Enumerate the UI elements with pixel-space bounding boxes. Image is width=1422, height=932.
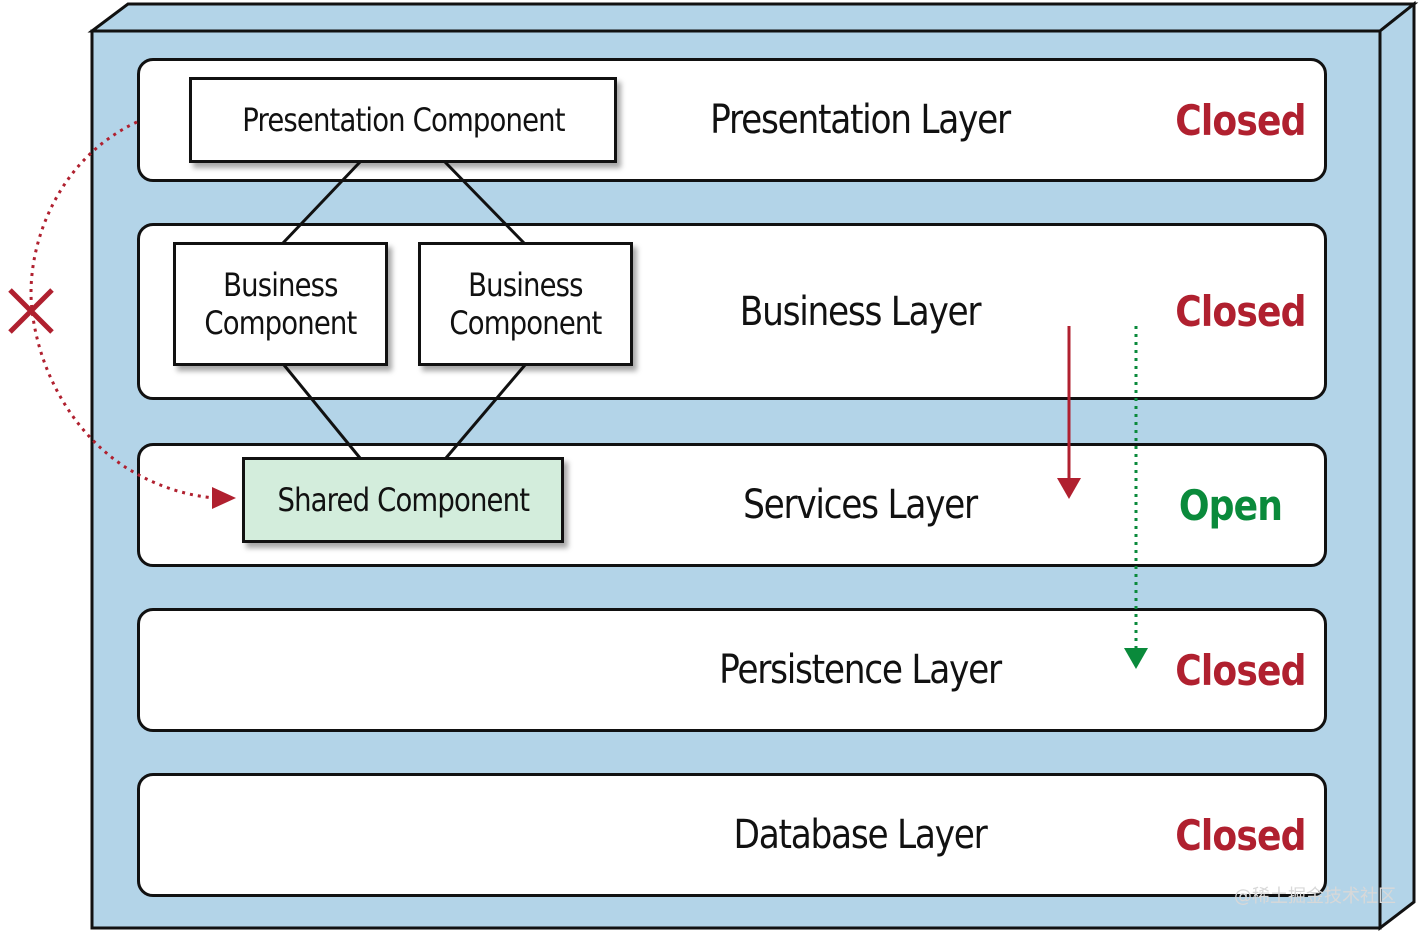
layer-name: Presentation Layer [710, 97, 1011, 143]
layer-status-closed: Closed [1175, 287, 1307, 336]
layer-name: Services Layer [743, 482, 978, 528]
watermark: @稀土掘金技术社区 [1234, 886, 1396, 907]
layer-persistence: Persistence Layer Closed [137, 608, 1327, 732]
layer-database: Database Layer Closed [137, 773, 1327, 897]
business-component-right: Business Component [418, 242, 633, 366]
component-label: Business Component [204, 266, 357, 342]
shared-component: Shared Component [242, 457, 564, 543]
layer-status-closed: Closed [1175, 95, 1307, 145]
layer-name: Persistence Layer [719, 647, 1002, 693]
presentation-component: Presentation Component [189, 77, 617, 163]
layer-status-closed: Closed [1175, 645, 1307, 695]
component-label: Business Component [449, 266, 602, 342]
component-label: Shared Component [277, 481, 530, 519]
layer-name: Database Layer [733, 812, 988, 858]
component-label: Presentation Component [241, 101, 565, 139]
container-top-face [87, 2, 1419, 33]
layer-status-closed: Closed [1175, 810, 1307, 860]
layer-status-open: Open [1178, 480, 1283, 530]
container-side-face [1378, 0, 1416, 932]
business-component-left: Business Component [173, 242, 388, 366]
layer-name: Business Layer [739, 288, 982, 335]
